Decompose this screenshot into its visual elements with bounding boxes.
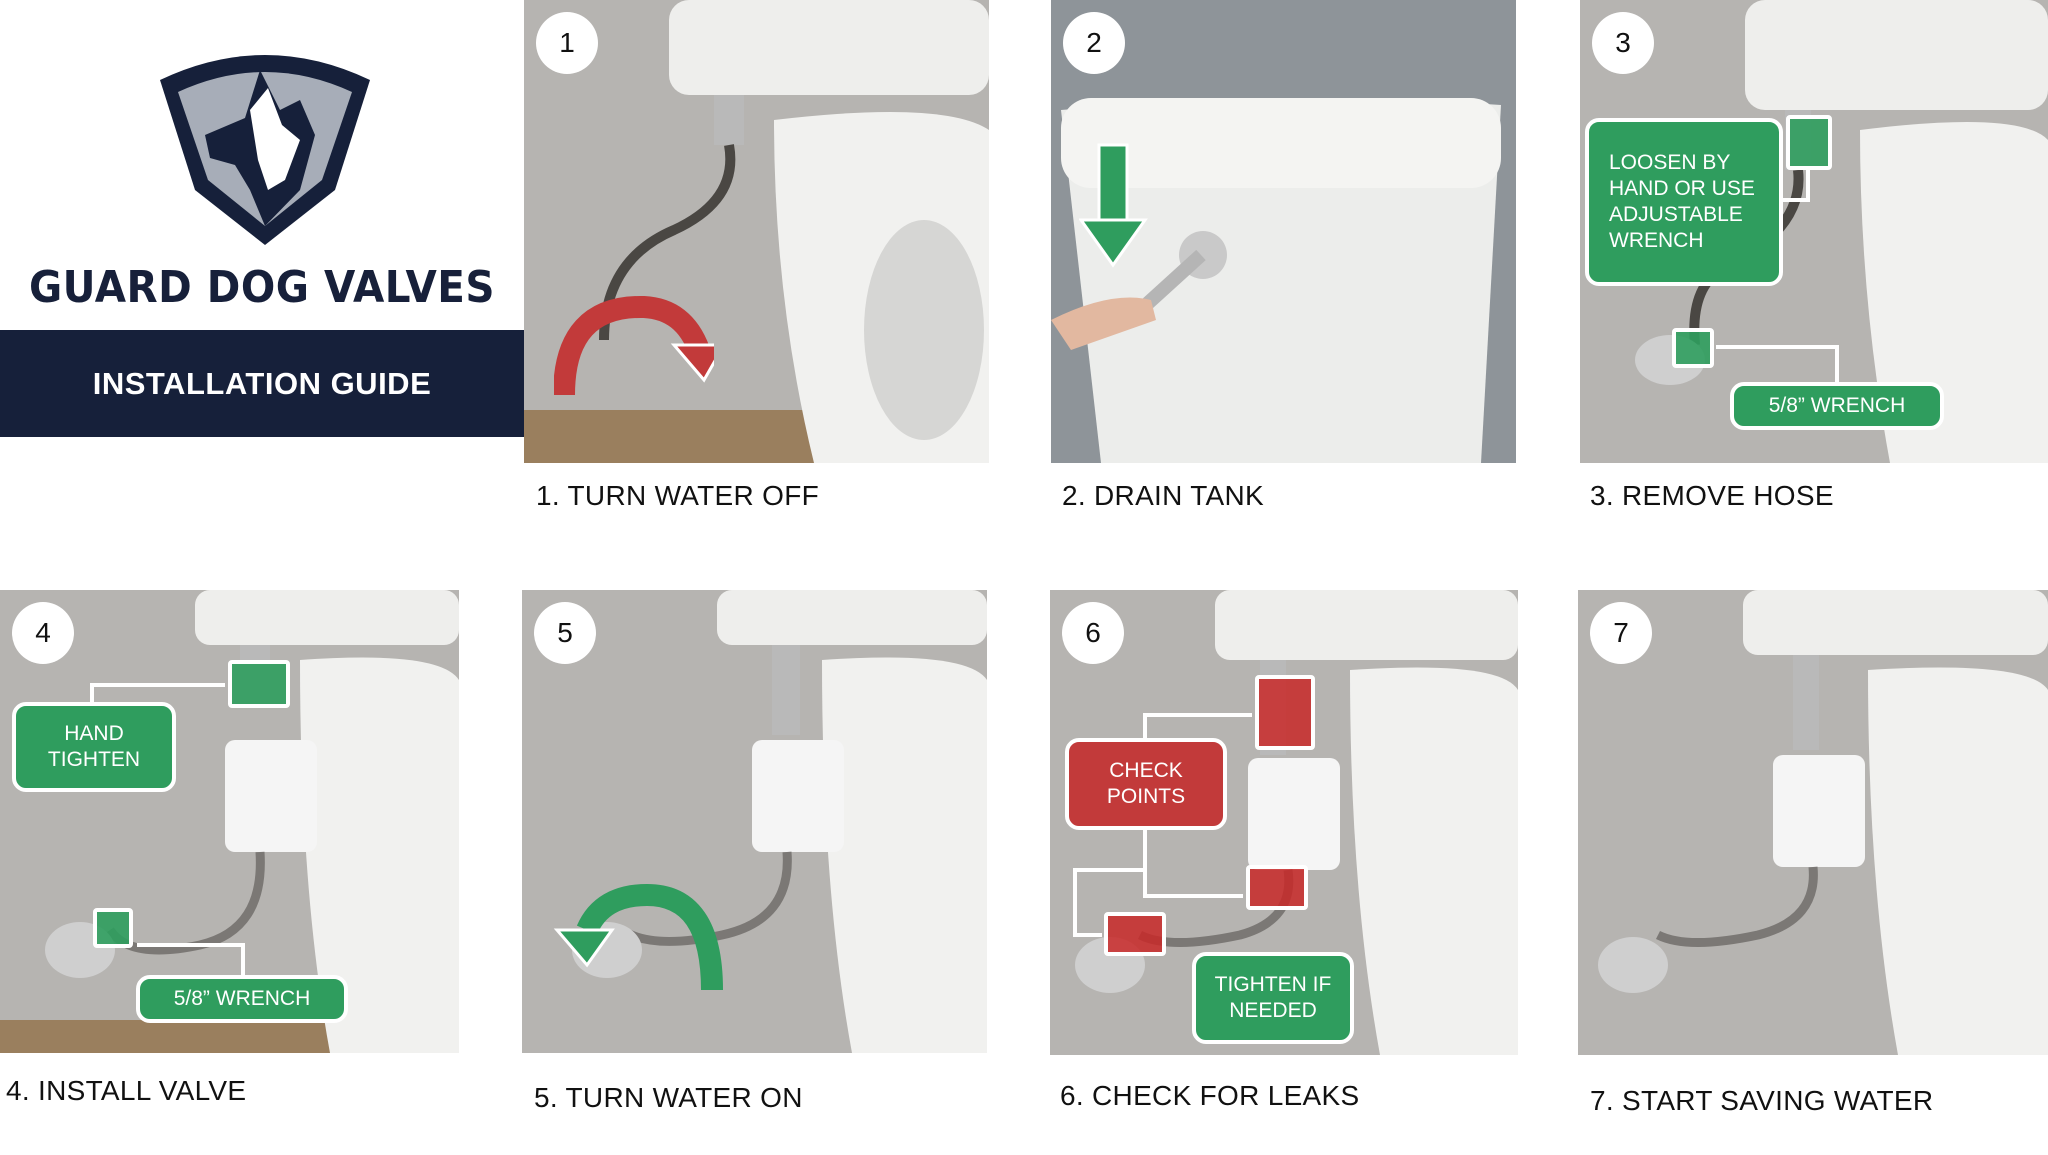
wrench-callout: 5/8” WRENCH — [136, 975, 348, 1023]
step-3-caption: 3. REMOVE HOSE — [1590, 480, 1834, 511]
wrench-callout: 5/8” WRENCH — [1730, 382, 1944, 430]
step-number-badge: 5 — [534, 602, 596, 664]
step-number-badge: 4 — [12, 602, 74, 664]
brand-logo — [150, 40, 380, 250]
hose-top-marker — [1786, 115, 1832, 170]
tighten-if-needed-callout: TIGHTEN IF NEEDED — [1192, 952, 1354, 1044]
step-number-badge: 2 — [1063, 12, 1125, 74]
step-2-caption: 2. DRAIN TANK — [1062, 480, 1265, 511]
step-7-photo: 7 — [1578, 590, 2048, 1055]
step-4-photo: HAND TIGHTEN 5/8” WRENCH 4 — [0, 590, 459, 1053]
step-5-photo: 5 — [522, 590, 987, 1053]
loosen-callout: LOOSEN BY HAND OR USE ADJUSTABLE WRENCH — [1585, 118, 1783, 286]
hose-bottom-marker — [1672, 328, 1714, 368]
step-6-caption: 6. CHECK FOR LEAKS — [1060, 1080, 1360, 1111]
check-point-top-marker — [1255, 675, 1315, 750]
step-1-caption: 1. TURN WATER OFF — [536, 480, 820, 511]
brand-name: GUARD DOG VALVES — [28, 262, 496, 313]
step-1-photo: 1 — [524, 0, 989, 463]
turn-on-arrow-icon — [553, 883, 723, 991]
toilet-valve-photo — [522, 590, 987, 1053]
step-number-badge: 1 — [536, 12, 598, 74]
step-6-photo: CHECK POINTS TIGHTEN IF NEEDED 6 — [1050, 590, 1518, 1055]
guide-title: INSTALLATION GUIDE — [92, 365, 432, 401]
toilet-valve-photo — [1578, 590, 2048, 1055]
check-points-callout: CHECK POINTS — [1065, 738, 1227, 830]
step-2-photo: 2 — [1051, 0, 1516, 463]
step-number-badge: 6 — [1062, 602, 1124, 664]
step-3-photo: LOOSEN BY HAND OR USE ADJUSTABLE WRENCH … — [1580, 0, 2048, 463]
toilet-photo — [524, 0, 989, 463]
valve-top-marker — [228, 660, 290, 708]
turn-off-arrow-icon — [554, 295, 714, 396]
check-point-bottom-marker — [1104, 912, 1166, 956]
step-4-caption: 4. INSTALL VALVE — [6, 1075, 247, 1106]
step-7-caption: 7. START SAVING WATER — [1590, 1085, 1934, 1116]
hand-tighten-callout: HAND TIGHTEN — [12, 702, 176, 792]
step-number-badge: 7 — [1590, 602, 1652, 664]
callout-connectors — [1716, 170, 1839, 385]
title-bar: INSTALLATION GUIDE — [0, 330, 524, 437]
valve-bottom-marker — [93, 908, 133, 948]
callout-connectors — [90, 683, 245, 982]
down-arrow-icon — [1079, 143, 1148, 268]
check-point-middle-marker — [1246, 865, 1308, 910]
step-number-badge: 3 — [1592, 12, 1654, 74]
dog-shield-icon — [160, 55, 370, 245]
step-5-caption: 5. TURN WATER ON — [534, 1082, 803, 1113]
